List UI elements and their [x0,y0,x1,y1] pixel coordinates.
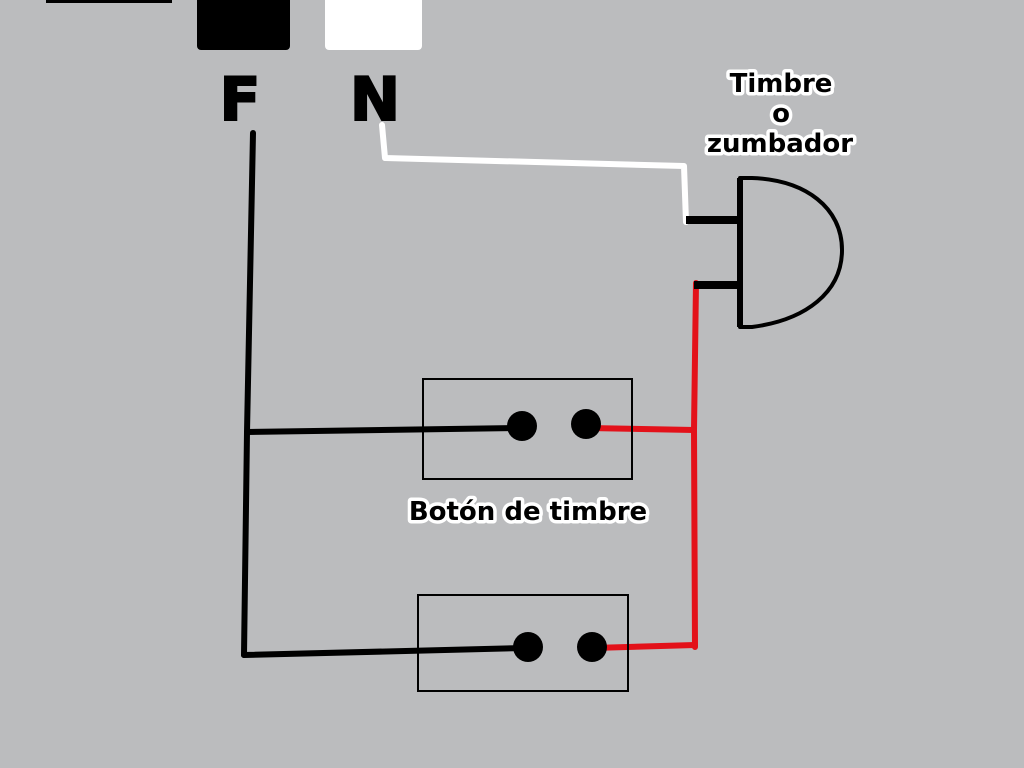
top-edge-mark [46,0,172,3]
phase-terminal-label: F [220,65,261,135]
doorbell-button-1 [422,378,633,480]
neutral-terminal-block [325,0,422,50]
neutral-wire [379,122,689,225]
doorbell-button-2 [417,594,629,692]
phase-wire-to-button-2 [241,645,528,658]
button-1-terminal-left [507,411,537,441]
neutral-terminal-label: N [350,65,400,135]
buzzer-symbol [738,176,844,329]
phase-terminal-block [197,0,290,50]
phase-wire-to-button-1 [244,425,523,435]
buzzer-label-line-1: Timbre [730,69,833,99]
button-2-terminal-left [513,632,543,662]
buzzer-label-line-3: zumbador [707,129,853,159]
switched-wire-from-button-1 [585,425,697,433]
switched-wire-from-button-2 [590,642,698,651]
phase-wire-vertical [241,130,256,658]
button-label: Botón de timbre [409,497,647,527]
buzzer-label-line-2: o [772,99,790,129]
button-2-terminal-right [577,632,607,662]
switched-wire-vertical [691,280,699,650]
button-1-terminal-right [571,409,601,439]
